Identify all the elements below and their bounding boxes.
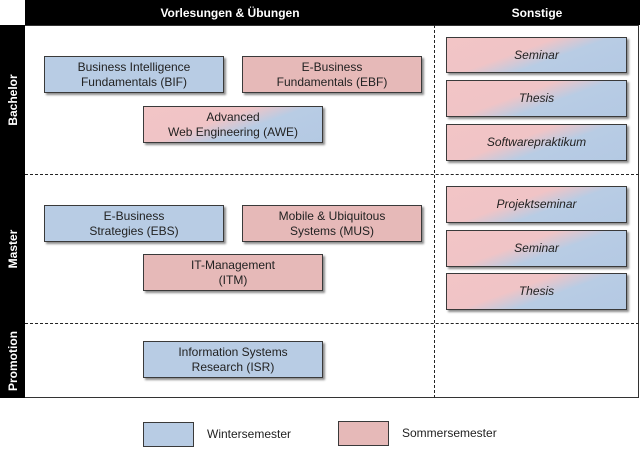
course-awe-line2: Web Engineering (AWE) bbox=[167, 124, 299, 139]
master-other-thesis: Thesis bbox=[446, 273, 627, 310]
row-label-bachelor: Bachelor bbox=[0, 25, 25, 174]
course-isr-line2: Research (ISR) bbox=[191, 359, 275, 374]
row-label-bachelor-text: Bachelor bbox=[5, 73, 20, 126]
legend-summer-label: Sommersemester bbox=[402, 426, 497, 440]
divider-bachelor-master bbox=[25, 174, 639, 175]
bachelor-other-softwarepraktikum-label: Softwarepraktikum bbox=[486, 135, 587, 149]
course-awe-line1: Advanced bbox=[206, 109, 260, 124]
course-ebf-line1: E-Business bbox=[301, 59, 363, 74]
bachelor-other-seminar: Seminar bbox=[446, 37, 627, 73]
bachelor-other-softwarepraktikum: Softwarepraktikum bbox=[446, 124, 627, 161]
header-other-label: Sonstige bbox=[511, 5, 563, 20]
row-label-promotion-text: Promotion bbox=[5, 330, 20, 391]
header-lectures-label: Vorlesungen & Übungen bbox=[160, 5, 300, 20]
row-label-master: Master bbox=[0, 174, 25, 323]
master-other-seminar: Seminar bbox=[446, 230, 627, 267]
course-itm-line2: (ITM) bbox=[218, 272, 248, 287]
master-other-thesis-label: Thesis bbox=[518, 284, 555, 298]
row-label-promotion: Promotion bbox=[0, 323, 25, 398]
master-other-projektseminar: Projektseminar bbox=[446, 186, 627, 223]
legend-winter-swatch bbox=[143, 422, 194, 447]
master-other-projektseminar-label: Projektseminar bbox=[496, 197, 577, 211]
bachelor-other-thesis-label: Thesis bbox=[518, 91, 555, 105]
course-bif-line2: Fundamentals (BIF) bbox=[80, 74, 188, 89]
course-bif-line1: Business Intelligence bbox=[77, 59, 191, 74]
grid-frame bbox=[25, 25, 639, 398]
bachelor-other-seminar-label: Seminar bbox=[514, 47, 559, 62]
row-label-master-text: Master bbox=[5, 229, 20, 268]
course-itm: IT-Management(ITM) bbox=[143, 254, 323, 291]
course-isr-line1: Information Systems bbox=[178, 344, 288, 359]
course-itm-line1: IT-Management bbox=[190, 257, 276, 272]
course-ebs-line1: E-Business bbox=[103, 208, 165, 223]
course-ebf-line2: Fundamentals (EBF) bbox=[276, 74, 388, 89]
course-ebs-line2: Strategies (EBS) bbox=[89, 223, 179, 238]
master-other-seminar-label: Seminar bbox=[514, 241, 559, 255]
legend-summer-swatch bbox=[338, 421, 389, 446]
course-mus-line2: Systems (MUS) bbox=[289, 223, 374, 238]
bachelor-other-thesis: Thesis bbox=[446, 80, 627, 117]
divider-columns bbox=[434, 25, 435, 398]
header-other: Sonstige bbox=[434, 0, 640, 25]
header-lectures: Vorlesungen & Übungen bbox=[25, 0, 435, 25]
legend-winter-label: Wintersemester bbox=[207, 427, 292, 441]
divider-master-promotion bbox=[25, 323, 639, 324]
course-mus-line1: Mobile & Ubiquitous bbox=[278, 208, 386, 223]
